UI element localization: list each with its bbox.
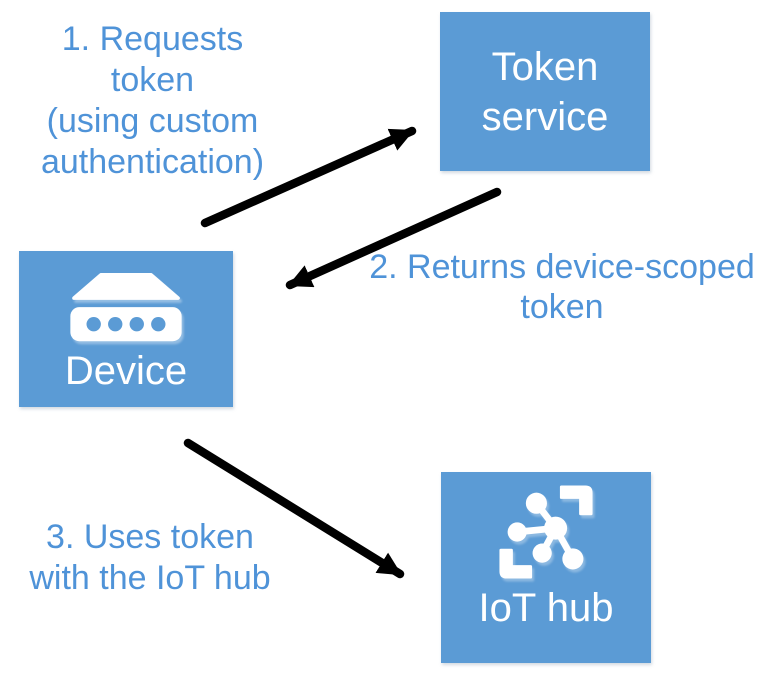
iot-hub-label: IoT hub <box>478 586 614 630</box>
node-iot-hub: IoT hub <box>441 472 651 663</box>
device-icon <box>70 273 182 342</box>
iot-hub-icon <box>499 485 593 579</box>
edge-label-requests-token: 1. Requests token (using custom authenti… <box>40 20 265 181</box>
device-label: Device <box>64 349 188 393</box>
node-device: Device <box>19 251 233 407</box>
edge-label-returns-token: 2. Returns device-scoped token <box>369 248 755 326</box>
node-token-service: Token service <box>440 12 650 171</box>
token-service-label: Token service <box>481 44 609 139</box>
edge-label-uses-token: 3. Uses token with the IoT hub <box>29 518 271 597</box>
